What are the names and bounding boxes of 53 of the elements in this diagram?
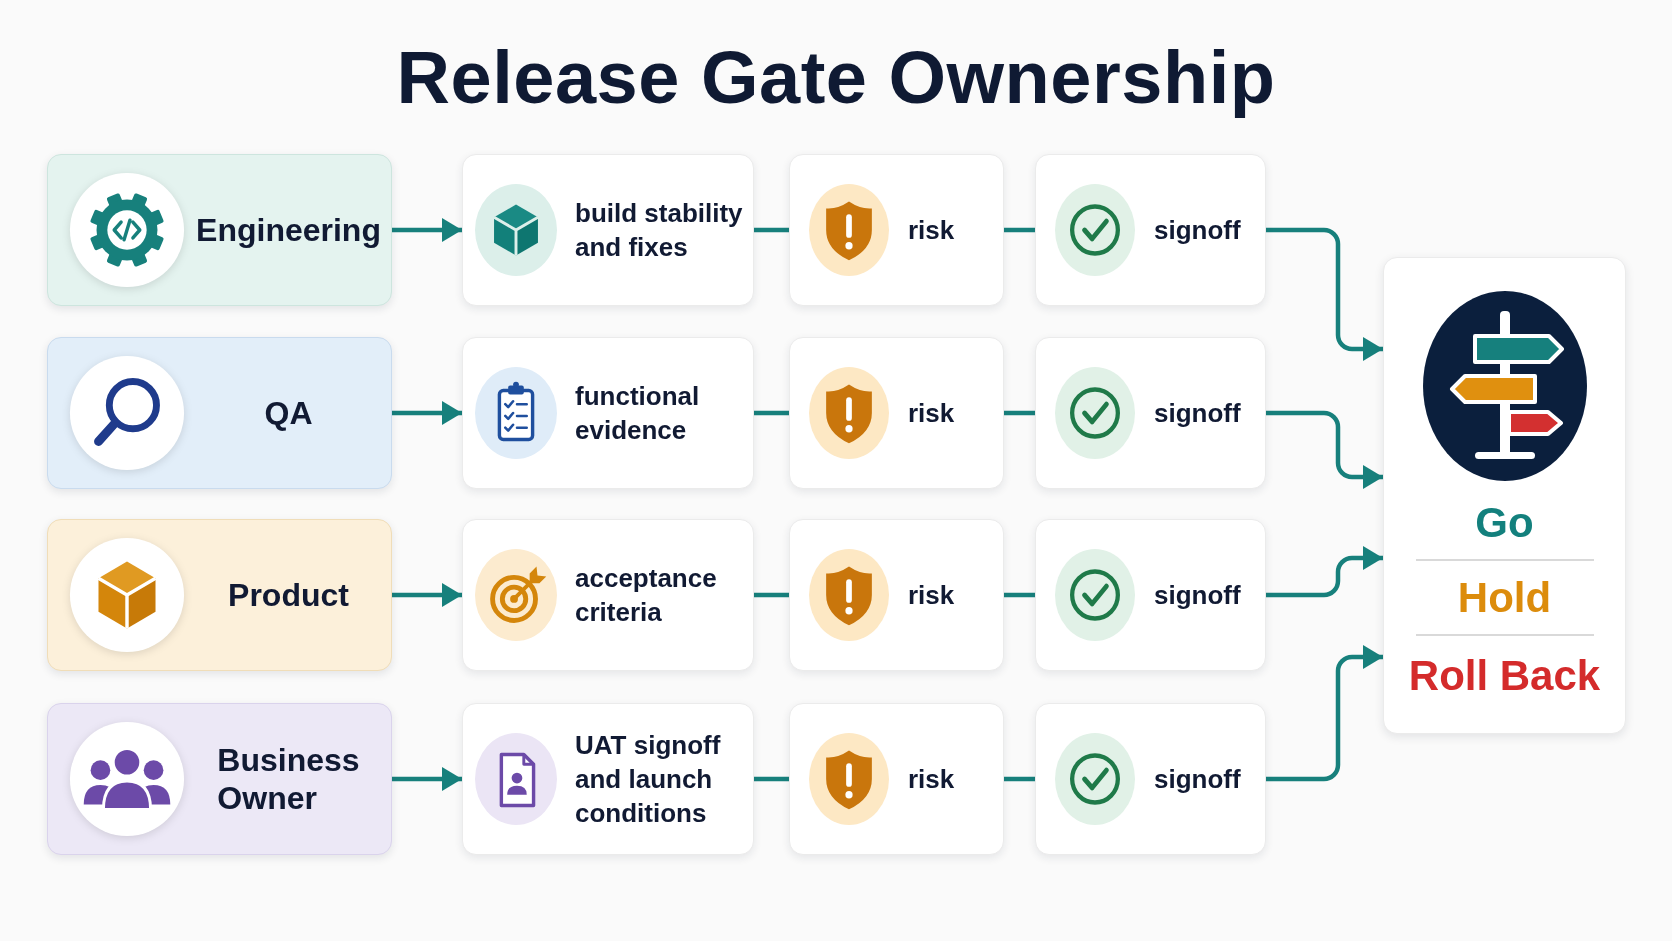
arrow — [1266, 546, 1383, 598]
arrow — [1266, 410, 1383, 489]
owner-card — [47, 703, 392, 855]
criterion-card — [462, 703, 754, 855]
risk-card — [789, 703, 1004, 855]
gate-criterion: acceptance criteria — [575, 562, 718, 629]
arrow — [1266, 227, 1383, 361]
team-name: Engineering — [196, 211, 381, 249]
risk-card — [789, 337, 1004, 489]
risk-label: risk — [908, 763, 955, 795]
criterion-card — [462, 337, 754, 489]
signoff-card — [1035, 703, 1266, 855]
arrow — [1266, 645, 1383, 782]
team-name: Product — [228, 576, 349, 614]
signoff-label: signoff — [1154, 397, 1241, 429]
owner-card — [47, 154, 392, 306]
criterion-card — [462, 154, 754, 306]
signoff-card — [1035, 519, 1266, 671]
arrow — [392, 218, 462, 242]
signoff-label: signoff — [1154, 763, 1241, 795]
signoff-label: signoff — [1154, 214, 1241, 246]
owner-card — [47, 519, 392, 671]
decision-option: Roll Back — [1408, 653, 1601, 699]
risk-label: risk — [908, 397, 955, 429]
risk-card — [789, 154, 1004, 306]
team-name: Business Owner — [217, 741, 360, 817]
risk-label: risk — [908, 579, 955, 611]
decision-option: Hold — [1457, 575, 1552, 621]
connector-line — [1004, 410, 1035, 416]
gate-criterion: UAT signoff and launch conditions — [575, 729, 722, 830]
gate-criterion: functional evidence — [575, 380, 701, 447]
connector-line — [1004, 776, 1035, 782]
signoff-card — [1035, 154, 1266, 306]
connector-line — [1004, 227, 1035, 233]
signoff-label: signoff — [1154, 579, 1241, 611]
risk-label: risk — [908, 214, 955, 246]
connector-line — [754, 227, 789, 233]
connector-line — [754, 592, 789, 598]
arrow — [392, 401, 462, 425]
owner-card — [47, 337, 392, 489]
arrow — [392, 583, 462, 607]
decision-panel — [1383, 257, 1626, 734]
risk-card — [789, 519, 1004, 671]
connector-line — [754, 776, 789, 782]
arrow — [392, 767, 462, 791]
gate-criterion: build stability and fixes — [575, 197, 744, 264]
criterion-card — [462, 519, 754, 671]
diagram-title: Release Gate Ownership — [396, 35, 1276, 121]
connector-line — [1004, 592, 1035, 598]
signoff-card — [1035, 337, 1266, 489]
connector-line — [754, 410, 789, 416]
team-name: QA — [264, 394, 313, 432]
decision-option: Go — [1475, 500, 1534, 546]
